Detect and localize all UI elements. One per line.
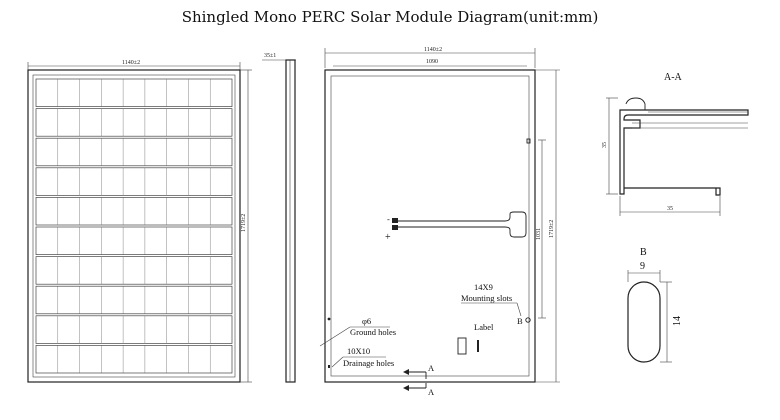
ground-hole-label: Ground holes (350, 327, 396, 337)
front-inner-frame (32, 74, 236, 378)
rear-view: 1140±2 1090 - + 1031 1719±2 14X9 Mountin… (319, 47, 560, 397)
section-marker-a-bottom: A (428, 387, 435, 397)
cell-grid (35, 78, 233, 374)
mounting-slot-label: Mounting slots (461, 293, 512, 303)
rear-inner-width-dim: 1090 (426, 59, 438, 65)
drainage-hole-label: Drainage holes (343, 358, 394, 368)
cell-row (35, 315, 233, 344)
mounting-slot-dim: 14X9 (474, 282, 493, 292)
ground-hole (327, 317, 331, 321)
rear-height-dim: 1719±2 (549, 220, 555, 238)
cell-row (35, 137, 233, 167)
mounting-slot-detail (627, 281, 661, 363)
plus-sign: + (385, 232, 391, 243)
section-width-dim: 35 (667, 206, 673, 212)
drainage-hole (328, 365, 330, 368)
connector-positive (392, 218, 398, 223)
connector-negative (392, 225, 398, 230)
detail-width-dim: 9 (640, 261, 645, 272)
label-callout: Label (474, 322, 494, 332)
cell-row (35, 226, 233, 255)
detail-title: B (640, 247, 647, 258)
ground-hole-dim: φ6 (362, 316, 371, 326)
side-profile (285, 59, 296, 383)
section-marker-a-top: A (428, 363, 435, 373)
frame-profile (619, 109, 749, 196)
rear-inner-height-dim: 1031 (536, 228, 542, 240)
section-a-a: A-A 35 35 (602, 72, 749, 216)
label-plate (457, 337, 467, 355)
rear-outer-width-dim: 1140±2 (424, 47, 442, 53)
cell-row (35, 197, 233, 226)
front-height-dim: 1719±2 (241, 214, 247, 232)
section-height-dim: 35 (602, 142, 608, 148)
cell-row (35, 78, 233, 107)
cell-row (35, 167, 233, 196)
front-width-dim: 1140±2 (122, 60, 140, 66)
rear-frame (324, 69, 536, 383)
mounting-slot-bottom (525, 317, 531, 323)
junction-cable (392, 211, 527, 238)
side-view: 35±1 (262, 53, 296, 383)
detail-b: B 9 14 (627, 247, 683, 363)
side-thickness-dim: 35±1 (264, 53, 276, 59)
cell-row (35, 285, 233, 315)
front-frame (27, 69, 241, 383)
mounting-slot-top (526, 138, 531, 144)
cell-row (35, 345, 233, 374)
diagram-title: Shingled Mono PERC Solar Module Diagram(… (181, 8, 599, 26)
cell-row (35, 108, 233, 137)
section-title: A-A (664, 72, 683, 83)
minus-sign: - (387, 214, 390, 224)
rear-inner-frame (330, 75, 530, 377)
drainage-hole-dim: 10X10 (347, 346, 370, 356)
cell-row (35, 256, 233, 285)
detail-height-dim: 14 (672, 316, 683, 326)
front-view: 1140±2 1719±2 (27, 60, 252, 383)
mounting-marker-b: B (517, 316, 523, 326)
